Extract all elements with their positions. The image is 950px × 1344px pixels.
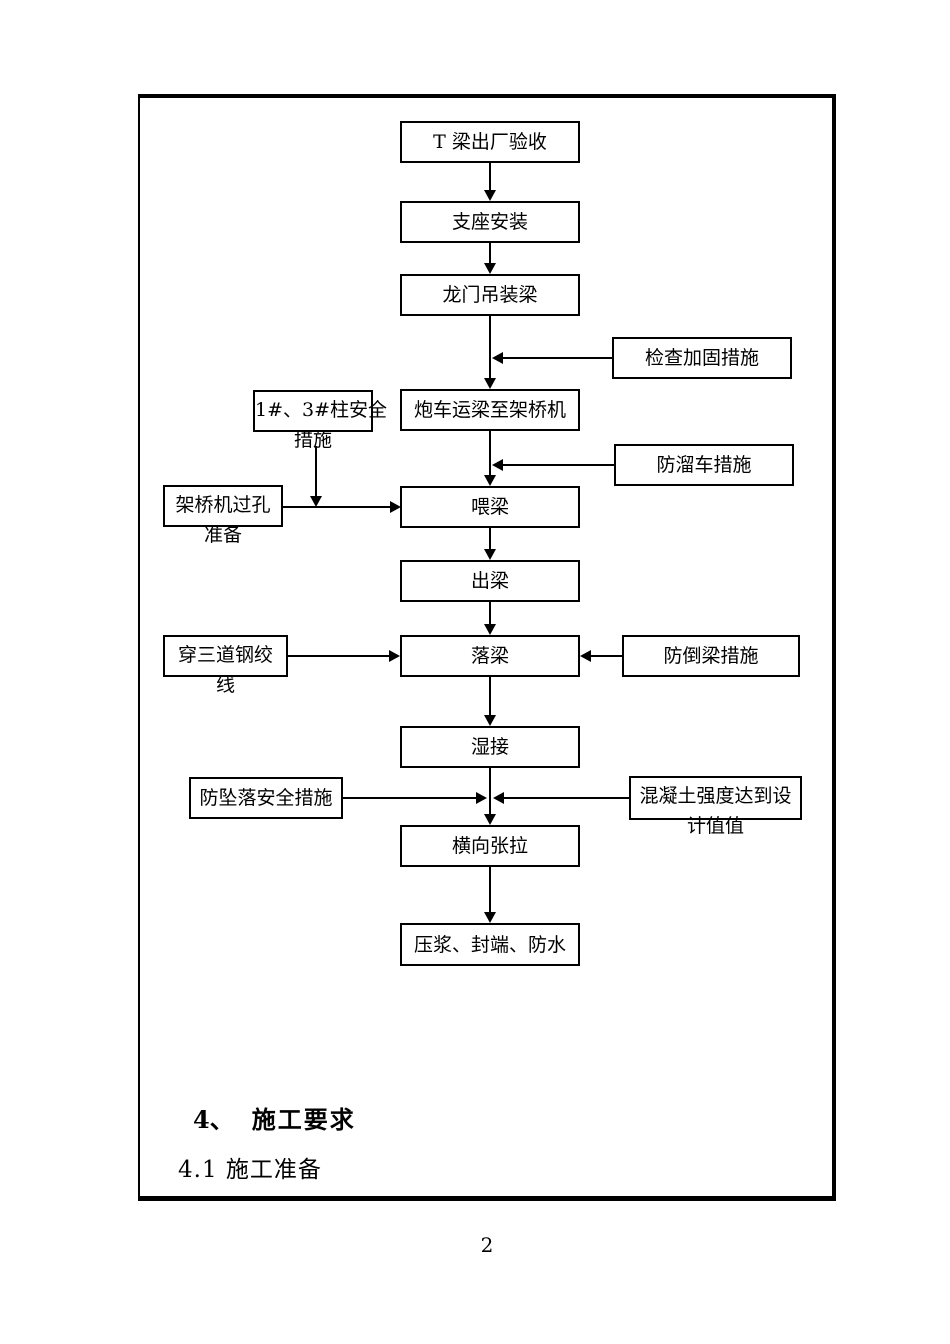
flow-node-check-reinforce: 检查加固措施 — [612, 337, 792, 379]
node-label: 落梁 — [470, 645, 509, 667]
flow-node-concrete-strength: 混凝土强度达到设 计值值 — [629, 776, 802, 837]
node-label: 防溜车措施 — [656, 454, 752, 476]
node-label: 龙门吊装梁 — [442, 284, 538, 306]
flow-node-anti-slip: 防溜车措施 — [614, 444, 794, 486]
node-label: 措施 — [293, 429, 332, 451]
node-label: 穿三道钢绞 — [177, 644, 273, 666]
page-number: 2 — [480, 1233, 494, 1257]
node-label: 炮车运梁至架桥机 — [413, 399, 566, 421]
node-label: 出梁 — [470, 570, 509, 592]
flow-node-anti-overturn: 防倒梁措施 — [622, 635, 800, 677]
node-label: 压浆、封端、防水 — [413, 933, 566, 956]
node-label: 支座安装 — [451, 211, 528, 233]
flow-node-t-beam-acceptance: T 梁出厂验收 — [400, 121, 580, 163]
flow-node-steel-strand: 穿三道钢绞 线 — [163, 635, 288, 696]
node-label: 线 — [215, 674, 235, 696]
flow-node-feed-beam: 喂梁 — [400, 486, 580, 528]
flow-node-wet-joint: 湿接 — [400, 726, 580, 768]
flow-node-gantry-lift: 龙门吊装梁 — [400, 274, 580, 316]
flow-node-grout-seal-waterproof: 压浆、封端、防水 — [400, 923, 580, 966]
node-label: 计值值 — [686, 815, 744, 837]
node-label: 防倒梁措施 — [663, 645, 759, 667]
node-label: T 梁出厂验收 — [433, 131, 547, 153]
node-label: 湿接 — [470, 736, 509, 758]
section-number: 4、 — [193, 1105, 234, 1134]
flow-node-truck-transport: 炮车运梁至架桥机 — [400, 389, 580, 431]
node-label: 1#、3#柱安全 — [255, 399, 388, 421]
node-label: 防坠落安全措施 — [199, 787, 333, 809]
flow-node-lower-beam: 落梁 — [400, 635, 580, 677]
section-title: 施工要求 — [251, 1105, 356, 1134]
flow-node-out-beam: 出梁 — [400, 560, 580, 602]
flow-node-bridge-machine-prep: 架桥机过孔 准备 — [163, 485, 283, 546]
flow-node-transverse-tension: 横向张拉 — [400, 825, 580, 867]
node-label: 混凝土强度达到设 — [639, 785, 792, 807]
node-label: 架桥机过孔 — [175, 494, 271, 516]
flow-node-pier-safety: 1#、3#柱安全 措施 — [253, 390, 388, 451]
flow-node-anti-fall: 防坠落安全措施 — [189, 777, 343, 819]
node-label: 检查加固措施 — [644, 347, 759, 369]
node-label: 准备 — [203, 524, 242, 546]
node-label: 横向张拉 — [451, 835, 528, 857]
flow-node-support-install: 支座安装 — [400, 201, 580, 243]
section-heading: 4、施工要求 — [193, 1100, 356, 1135]
page-border-frame — [138, 94, 836, 1201]
subsection-heading: 4.1 施工准备 — [178, 1157, 322, 1183]
node-label: 喂梁 — [470, 496, 509, 518]
